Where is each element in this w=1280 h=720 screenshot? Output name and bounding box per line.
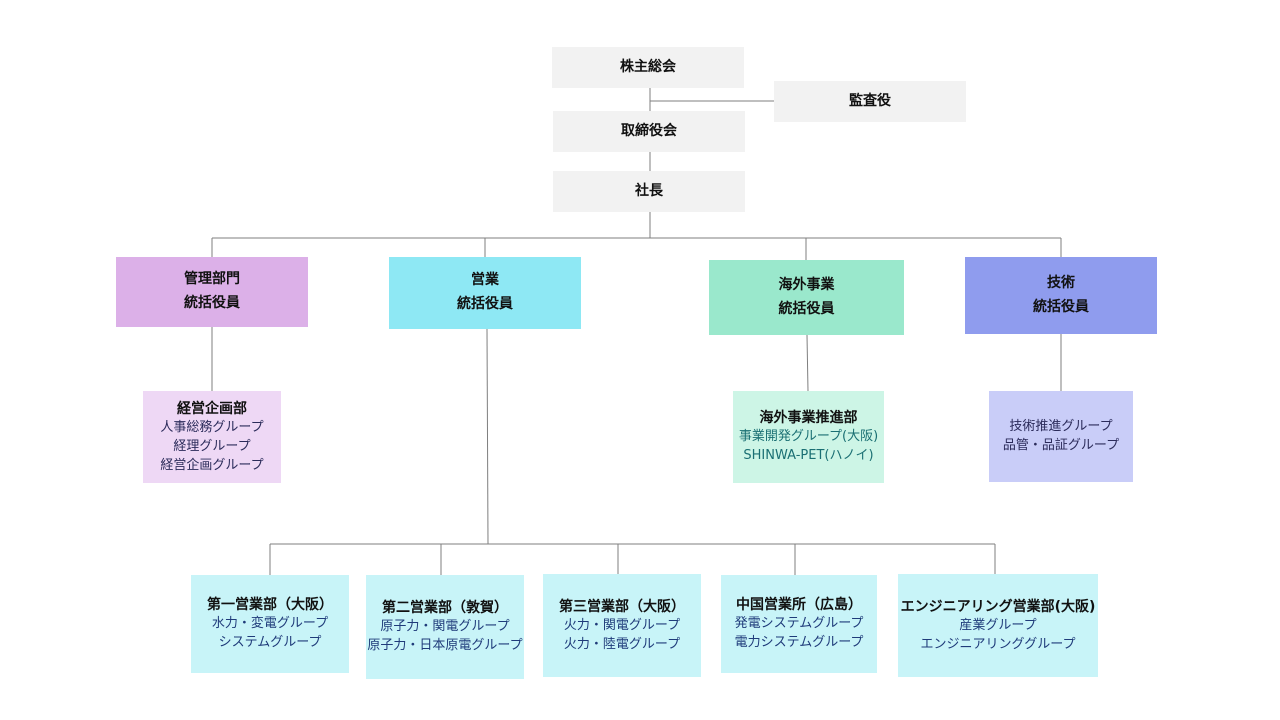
sales-executive-line2: 統括役員 bbox=[457, 296, 513, 312]
president-label: 社長 bbox=[635, 183, 663, 200]
sales-dept-2-group: 原子力・日本原電グループ bbox=[367, 638, 523, 654]
admin-executive-line1: 管理部門 bbox=[184, 271, 240, 288]
overseas-group-item: 事業開発グループ(大阪) bbox=[738, 429, 879, 445]
chugoku-office-title: 中国営業所（広島） bbox=[736, 597, 862, 613]
overseas-promotion-box: 海外事業推進部 事業開発グループ(大阪) SHINWA-PET(ハノイ) bbox=[733, 391, 884, 483]
connector-sales-down bbox=[486, 328, 489, 545]
sales-dept-1-box: 第一営業部（大阪） 水力・変電グループ システムグループ bbox=[191, 575, 349, 673]
sales-dept-3-box: 第三営業部（大阪） 火力・関電グループ 火力・陸電グループ bbox=[543, 574, 701, 677]
sales-dept-1-group: 水力・変電グループ bbox=[211, 616, 329, 632]
sales-dept-3-group: 火力・関電グループ bbox=[563, 617, 681, 633]
sales-dept-2-box: 第二営業部（敦賀） 原子力・関電グループ 原子力・日本原電グループ bbox=[366, 575, 524, 679]
engineering-sales-box: エンジニアリング営業部(大阪) 産業グループ エンジニアリンググループ bbox=[898, 574, 1098, 677]
admin-executive-box: 管理部門 統括役員 bbox=[116, 257, 308, 327]
planning-group-item: 経営企画グループ bbox=[160, 457, 264, 473]
engineering-sales-title: エンジニアリング営業部(大阪) bbox=[900, 598, 1096, 615]
auditor-label: 監査役 bbox=[849, 93, 891, 110]
overseas-executive-line2: 統括役員 bbox=[778, 300, 835, 317]
sales-dept-3-group: 火力・陸電グループ bbox=[563, 636, 681, 652]
chugoku-office-group: 電力システムグループ bbox=[734, 635, 864, 651]
board-label: 取締役会 bbox=[621, 123, 677, 140]
admin-executive-line2: 統括役員 bbox=[184, 295, 240, 311]
tech-executive-line2: 統括役員 bbox=[1033, 298, 1089, 315]
shareholders-meeting-label: 株主総会 bbox=[620, 59, 676, 76]
sales-executive-line1: 営業 bbox=[471, 272, 499, 289]
engineering-sales-group: 産業グループ bbox=[959, 617, 1037, 633]
overseas-promotion-title: 海外事業推進部 bbox=[759, 410, 858, 426]
sales-dept-1-group: システムグループ bbox=[218, 635, 322, 651]
planning-division-title: 経営企画部 bbox=[177, 400, 247, 417]
overseas-executive-line1: 海外事業 bbox=[778, 276, 835, 293]
planning-group-item: 人事総務グループ bbox=[160, 419, 264, 435]
tech-groups-box: 技術推進グループ 品管・品証グループ bbox=[989, 391, 1133, 482]
chugoku-office-group: 発電システムグループ bbox=[734, 616, 864, 632]
tech-executive-box: 技術 統括役員 bbox=[965, 257, 1157, 334]
sales-executive-box: 営業 統括役員 bbox=[389, 257, 581, 329]
shareholders-meeting-box: 株主総会 bbox=[552, 47, 744, 88]
tech-executive-line1: 技術 bbox=[1047, 274, 1075, 291]
sales-dept-2-title: 第二営業部（敦賀） bbox=[382, 600, 508, 616]
overseas-executive-box: 海外事業 統括役員 bbox=[709, 260, 904, 335]
board-box: 取締役会 bbox=[553, 111, 745, 152]
connector-overseas-promo bbox=[806, 334, 809, 392]
tech-group-item: 技術推進グループ bbox=[1009, 418, 1113, 434]
planning-group-item: 経理グループ bbox=[173, 438, 251, 454]
engineering-sales-group: エンジニアリンググループ bbox=[920, 636, 1076, 652]
chugoku-office-box: 中国営業所（広島） 発電システムグループ 電力システムグループ bbox=[721, 575, 877, 673]
overseas-group-item: SHINWA-PET(ハノイ) bbox=[743, 448, 874, 464]
auditor-box: 監査役 bbox=[774, 81, 966, 122]
sales-dept-1-title: 第一営業部（大阪） bbox=[207, 597, 333, 613]
sales-dept-3-title: 第三営業部（大阪） bbox=[559, 598, 685, 615]
tech-group-item: 品管・品証グループ bbox=[1002, 437, 1120, 453]
president-box: 社長 bbox=[553, 171, 745, 212]
sales-dept-2-group: 原子力・関電グループ bbox=[380, 619, 510, 635]
planning-division-box: 経営企画部 人事総務グループ 経理グループ 経営企画グループ bbox=[143, 391, 281, 483]
